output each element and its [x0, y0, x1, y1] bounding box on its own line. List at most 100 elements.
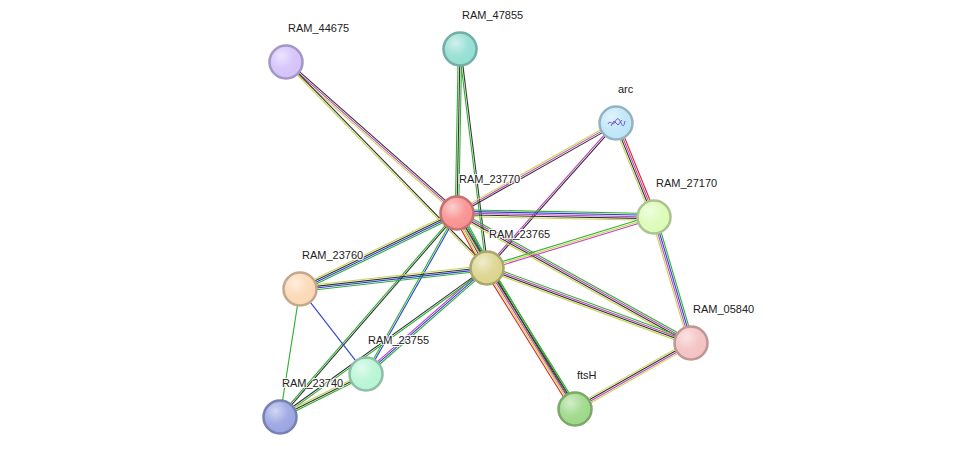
protein-label: RAM_27170 — [656, 177, 717, 189]
node-fill — [441, 197, 474, 230]
evidence-line — [503, 271, 677, 335]
protein-node: RAM_23740 — [262, 399, 298, 435]
node-fill — [675, 327, 708, 360]
interaction-edge — [502, 220, 639, 265]
node-circle — [598, 105, 634, 141]
evidence-line — [621, 138, 647, 202]
evidence-line — [623, 138, 649, 202]
evidence-line — [661, 232, 689, 327]
protein-label: RAM_23770 — [459, 173, 520, 185]
protein-node: RAM_23770 — [439, 195, 475, 231]
node-gloss — [442, 198, 472, 228]
evidence-line — [502, 274, 676, 338]
interaction-edge — [656, 232, 689, 329]
evidence-line — [297, 74, 444, 204]
evidence-line — [502, 222, 638, 264]
protein-label: RAM_23760 — [302, 249, 363, 261]
node-gloss — [351, 359, 381, 389]
node-fill — [444, 33, 477, 66]
node-gloss — [601, 108, 631, 138]
evidence-line — [590, 353, 678, 403]
interaction-edge — [620, 137, 651, 203]
evidence-line — [658, 233, 686, 328]
protein-node: RAM_23760 — [282, 271, 318, 307]
protein-node: RAM_05840 — [673, 325, 709, 361]
interaction-edge — [470, 219, 679, 338]
evidence-line — [589, 352, 677, 402]
evidence-line — [310, 302, 356, 362]
evidence-line — [470, 129, 601, 203]
evidence-line — [316, 272, 471, 289]
node-gloss — [560, 394, 590, 424]
node-circle — [262, 399, 298, 435]
interaction-edge — [310, 302, 356, 362]
evidence-line — [495, 282, 566, 396]
evidence-line — [316, 267, 471, 284]
protein-node: RAM_23765 — [469, 250, 505, 286]
interaction-edge — [297, 73, 477, 257]
evidence-line — [316, 269, 471, 286]
protein-node: RAM_44675 — [268, 44, 304, 80]
node-circle — [282, 271, 318, 307]
node-fill — [350, 358, 383, 391]
evidence-line — [620, 139, 646, 203]
interaction-edge — [464, 226, 568, 396]
node-gloss — [676, 328, 706, 358]
node-gloss — [285, 274, 315, 304]
protein-node: arc — [598, 105, 634, 141]
evidence-line — [298, 73, 445, 203]
node-circle — [469, 250, 505, 286]
protein-node: RAM_23755 — [348, 356, 384, 392]
node-gloss — [472, 253, 502, 283]
node-fill — [638, 201, 671, 234]
node-circle — [636, 199, 672, 235]
interaction-edge — [473, 210, 638, 220]
node-gloss — [445, 34, 475, 64]
protein-label: RAM_23740 — [282, 377, 343, 389]
protein-label: ftsH — [577, 369, 597, 381]
interaction-edge — [297, 71, 446, 203]
evidence-line — [472, 219, 678, 333]
node-circle — [268, 44, 304, 80]
evidence-line — [656, 233, 684, 328]
node-fill — [264, 401, 297, 434]
evidence-line — [498, 280, 569, 394]
evidence-line — [472, 132, 603, 206]
protein-label: RAM_44675 — [288, 22, 349, 34]
protein-label: RAM_23755 — [368, 334, 429, 346]
node-circle — [348, 356, 384, 392]
evidence-line — [456, 65, 458, 197]
evidence-line — [502, 220, 638, 262]
evidence-line — [493, 283, 564, 397]
evidence-line — [588, 349, 676, 399]
interaction-edge — [470, 129, 603, 206]
node-fill — [600, 107, 633, 140]
evidence-line — [624, 137, 650, 201]
node-fill — [471, 252, 504, 285]
evidence-line — [494, 282, 565, 396]
protein-label: RAM_47855 — [462, 9, 523, 21]
evidence-line — [298, 73, 477, 256]
evidence-line — [588, 350, 676, 400]
protein-node: ftsH — [557, 391, 593, 427]
evidence-line — [471, 131, 602, 205]
interaction-edge — [588, 349, 679, 404]
node-gloss — [271, 47, 301, 77]
node-fill — [559, 393, 592, 426]
evidence-line — [471, 220, 677, 334]
node-gloss — [639, 202, 669, 232]
node-circle — [673, 325, 709, 361]
protein-node: RAM_27170 — [636, 199, 672, 235]
evidence-line — [497, 281, 568, 395]
evidence-line — [299, 71, 446, 201]
protein-label: RAM_05840 — [693, 303, 754, 315]
protein-label: arc — [618, 83, 633, 95]
node-circle — [439, 195, 475, 231]
node-circle — [442, 31, 478, 67]
node-gloss — [265, 402, 295, 432]
node-circle — [557, 391, 593, 427]
evidence-line — [473, 217, 638, 220]
